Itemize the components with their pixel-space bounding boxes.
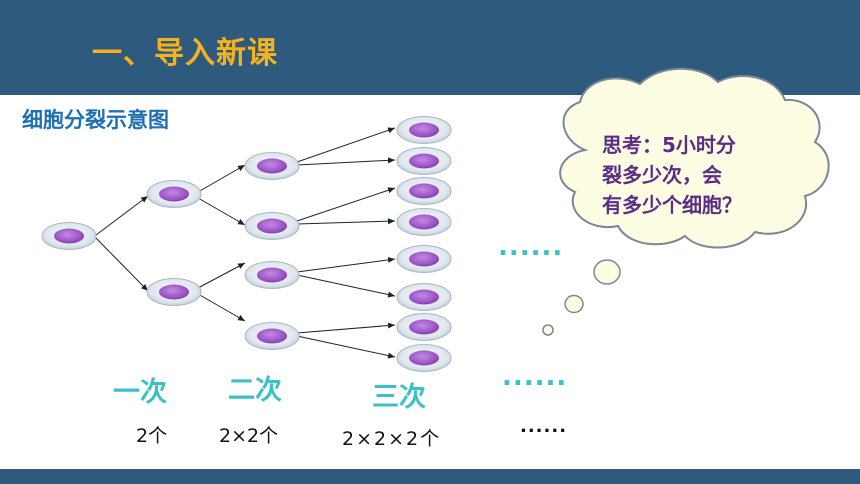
thought-line: 思考：5小时分 [602, 133, 736, 157]
cell-icon [244, 151, 300, 181]
arrow-icon [197, 262, 246, 289]
arrow-icon [296, 127, 396, 163]
cell-icon [396, 244, 452, 274]
arrow-icon [296, 335, 396, 359]
thought-line: 裂多少次，会 [602, 163, 722, 187]
count-first: 2个 [136, 425, 168, 447]
header-bar: 一、导入新课 [0, 0, 860, 95]
footer-bar [0, 469, 860, 484]
arrow-icon [197, 293, 246, 322]
thought-bubble-icon [542, 67, 830, 336]
arrow-icon [197, 197, 246, 226]
cell-icon [146, 179, 202, 209]
cell-icon [396, 343, 452, 373]
cell-icon [396, 312, 452, 342]
cell-icon [146, 277, 202, 307]
step-label-second: 二次 [228, 375, 282, 406]
cells [41, 115, 452, 373]
arrow-icon [296, 322, 396, 334]
cell-icon [244, 321, 300, 351]
arrow-icon [296, 274, 396, 298]
thought-line: 有多少个细胞？ [602, 193, 742, 217]
step-label-first: 一次 [113, 377, 167, 408]
diagram-subtitle: 细胞分裂示意图 [22, 108, 169, 132]
arrow-icon [95, 237, 149, 292]
count-third: 2×2×2个 [342, 428, 442, 450]
ellipsis-middle: ...... [502, 362, 568, 392]
ellipsis-upper: ...... [498, 232, 564, 262]
cell-icon [396, 176, 452, 206]
cell-icon [396, 282, 452, 312]
arrow-icon [296, 157, 396, 166]
division-arrows [95, 127, 396, 359]
cell-icon [396, 207, 452, 237]
cell-icon [244, 211, 300, 241]
step-label-third: 三次 [372, 382, 426, 413]
arrow-icon [95, 195, 149, 236]
arrow-icon [296, 218, 396, 225]
arrow-icon [296, 187, 396, 222]
cell-icon [244, 260, 300, 290]
cell-icon [396, 146, 452, 176]
thought-question: 思考：5小时分 裂多少次，会 有多少个细胞？ [602, 130, 792, 220]
ellipsis-lower: ...... [520, 416, 568, 437]
cell-icon [396, 115, 452, 145]
page-title: 一、导入新课 [92, 36, 278, 71]
count-second: 2×2个 [219, 425, 279, 447]
cell-icon [41, 221, 97, 251]
arrow-icon [197, 164, 246, 193]
arrow-icon [296, 256, 396, 273]
